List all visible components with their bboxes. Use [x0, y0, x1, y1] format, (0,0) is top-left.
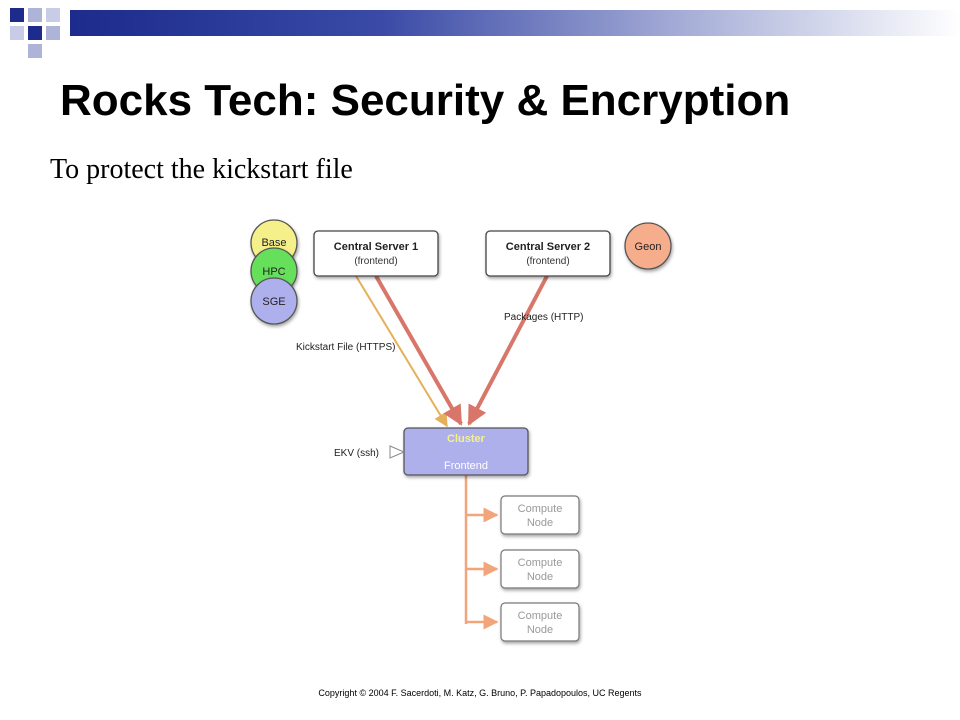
central-server-2: Central Server 2 (frontend) [485, 230, 611, 277]
ekv-label: EKV (ssh) [334, 448, 379, 459]
roll-sge-label: SGE [262, 296, 285, 308]
header-square [46, 26, 60, 40]
copyright-notice: Copyright © 2004 F. Sacerdoti, M. Katz, … [318, 688, 642, 698]
central-server-1-name: Central Server 1 [334, 241, 418, 253]
slide-subtitle: To protect the kickstart file [50, 154, 353, 185]
server2-packages-arrow [467, 275, 549, 426]
compute-node-label: Node [527, 624, 553, 636]
header-square [46, 8, 60, 22]
cluster-frontend-role: Frontend [444, 460, 488, 472]
compute-node: Compute Node [500, 495, 580, 535]
ekv-triangle-icon [389, 445, 406, 459]
kickstart-https-arrow [355, 275, 448, 428]
compute-node-label: Node [527, 571, 553, 583]
packages-label: Packages (HTTP) [504, 312, 583, 323]
cluster-frontend: Cluster Frontend [403, 427, 529, 476]
central-server-1: Central Server 1 (frontend) [313, 230, 439, 277]
roll-geon-label: Geon [635, 241, 662, 253]
header-square [28, 44, 42, 58]
compute-node-label: Node [527, 517, 553, 529]
header-square [10, 8, 24, 22]
roll-base-label: Base [261, 237, 286, 249]
header-gradient-bar [70, 10, 960, 36]
roll-sge: SGE [250, 277, 298, 325]
compute-node: Compute Node [500, 602, 580, 642]
compute-node-label: Compute [518, 610, 563, 622]
central-server-2-role: (frontend) [526, 256, 569, 267]
central-server-2-name: Central Server 2 [506, 241, 590, 253]
header-square [28, 8, 42, 22]
roll-geon: Geon [624, 222, 672, 270]
kickstart-file-label: Kickstart File (HTTPS) [296, 342, 395, 353]
compute-node: Compute Node [500, 549, 580, 589]
compute-node-label: Compute [518, 503, 563, 515]
slide-title: Rocks Tech: Security & Encryption [60, 76, 791, 125]
compute-node-label: Compute [518, 557, 563, 569]
cluster-frontend-name: Cluster [447, 433, 486, 445]
server1-packages-arrow [374, 275, 463, 426]
header-square [10, 26, 24, 40]
roll-hpc-label: HPC [262, 266, 285, 278]
header-square [28, 26, 42, 40]
header-decoration [0, 0, 960, 60]
central-server-1-role: (frontend) [354, 256, 397, 267]
compute-tree-connectors [464, 475, 499, 630]
